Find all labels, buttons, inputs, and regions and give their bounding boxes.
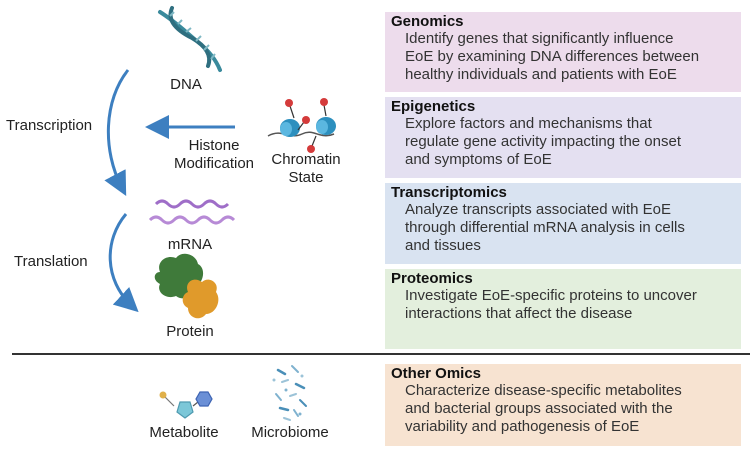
- proteomics-line-2: interactions that affect the disease: [405, 305, 633, 322]
- metabolite-label: Metabolite: [149, 424, 219, 441]
- translation-label: Translation: [14, 253, 88, 270]
- epigenetics-line-2: regulate gene activity impacting the ons…: [405, 133, 681, 150]
- proteomics-box: Proteomics Investigate EoE-specific prot…: [385, 269, 741, 349]
- genomics-line-3: healthy individuals and patients with Eo…: [405, 66, 677, 83]
- proteomics-line-1: Investigate EoE-specific proteins to unc…: [405, 287, 697, 304]
- metabolite-icon: [159, 391, 213, 419]
- transcriptomics-title: Transcriptomics: [391, 184, 507, 201]
- mrna-label: mRNA: [167, 236, 213, 253]
- protein-icon: [154, 253, 219, 319]
- transcriptomics-line-3: and tissues: [405, 237, 481, 254]
- translation-arrow: [108, 213, 139, 313]
- epigenetics-line-1: Explore factors and mechanisms that: [405, 115, 652, 132]
- chromatin-label-line1: Chromatin: [271, 151, 341, 168]
- histone-label-line2: Modification: [173, 155, 255, 172]
- histone-label-line1: Histone: [188, 137, 240, 154]
- chromatin-label-line2: State: [288, 169, 324, 186]
- transcription-label: Transcription: [6, 117, 93, 134]
- transcriptomics-line-2: through differential mRNA analysis in ce…: [405, 219, 685, 236]
- genomics-line-1: Identify genes that significantly influe…: [405, 30, 674, 47]
- epigenetics-line-3: and symptoms of EoE: [405, 151, 552, 168]
- genomics-box: Genomics Identify genes that significant…: [385, 12, 741, 92]
- dna-label: DNA: [170, 76, 202, 93]
- epigenetics-box: Epigenetics Explore factors and mechanis…: [385, 97, 741, 178]
- transcriptomics-line-1: Analyze transcripts associated with EoE: [405, 201, 671, 218]
- microbiome-label: Microbiome: [251, 424, 329, 441]
- other-omics-title: Other Omics: [391, 365, 482, 382]
- transcription-arrow: [104, 69, 130, 196]
- section-divider: [12, 353, 750, 355]
- other-omics-box: Other Omics Characterize disease-specifi…: [385, 364, 741, 446]
- transcriptomics-box: Transcriptomics Analyze transcripts asso…: [385, 183, 741, 264]
- microbiome-icon: [272, 365, 307, 421]
- chromatin-icon: [267, 98, 336, 153]
- genomics-title: Genomics: [391, 13, 464, 30]
- other-omics-line-2: and bacterial groups associated with the: [405, 400, 673, 417]
- proteomics-title: Proteomics: [391, 270, 473, 287]
- protein-label: Protein: [166, 323, 214, 340]
- dna-icon: [158, 6, 222, 72]
- epigenetics-title: Epigenetics: [391, 98, 476, 115]
- other-omics-line-1: Characterize disease-specific metabolite…: [405, 382, 682, 399]
- genomics-line-2: EoE by examining DNA differences between: [405, 48, 700, 65]
- other-omics-line-3: variability and pathogenesis of EoE: [405, 418, 640, 435]
- mrna-icon: [148, 199, 236, 225]
